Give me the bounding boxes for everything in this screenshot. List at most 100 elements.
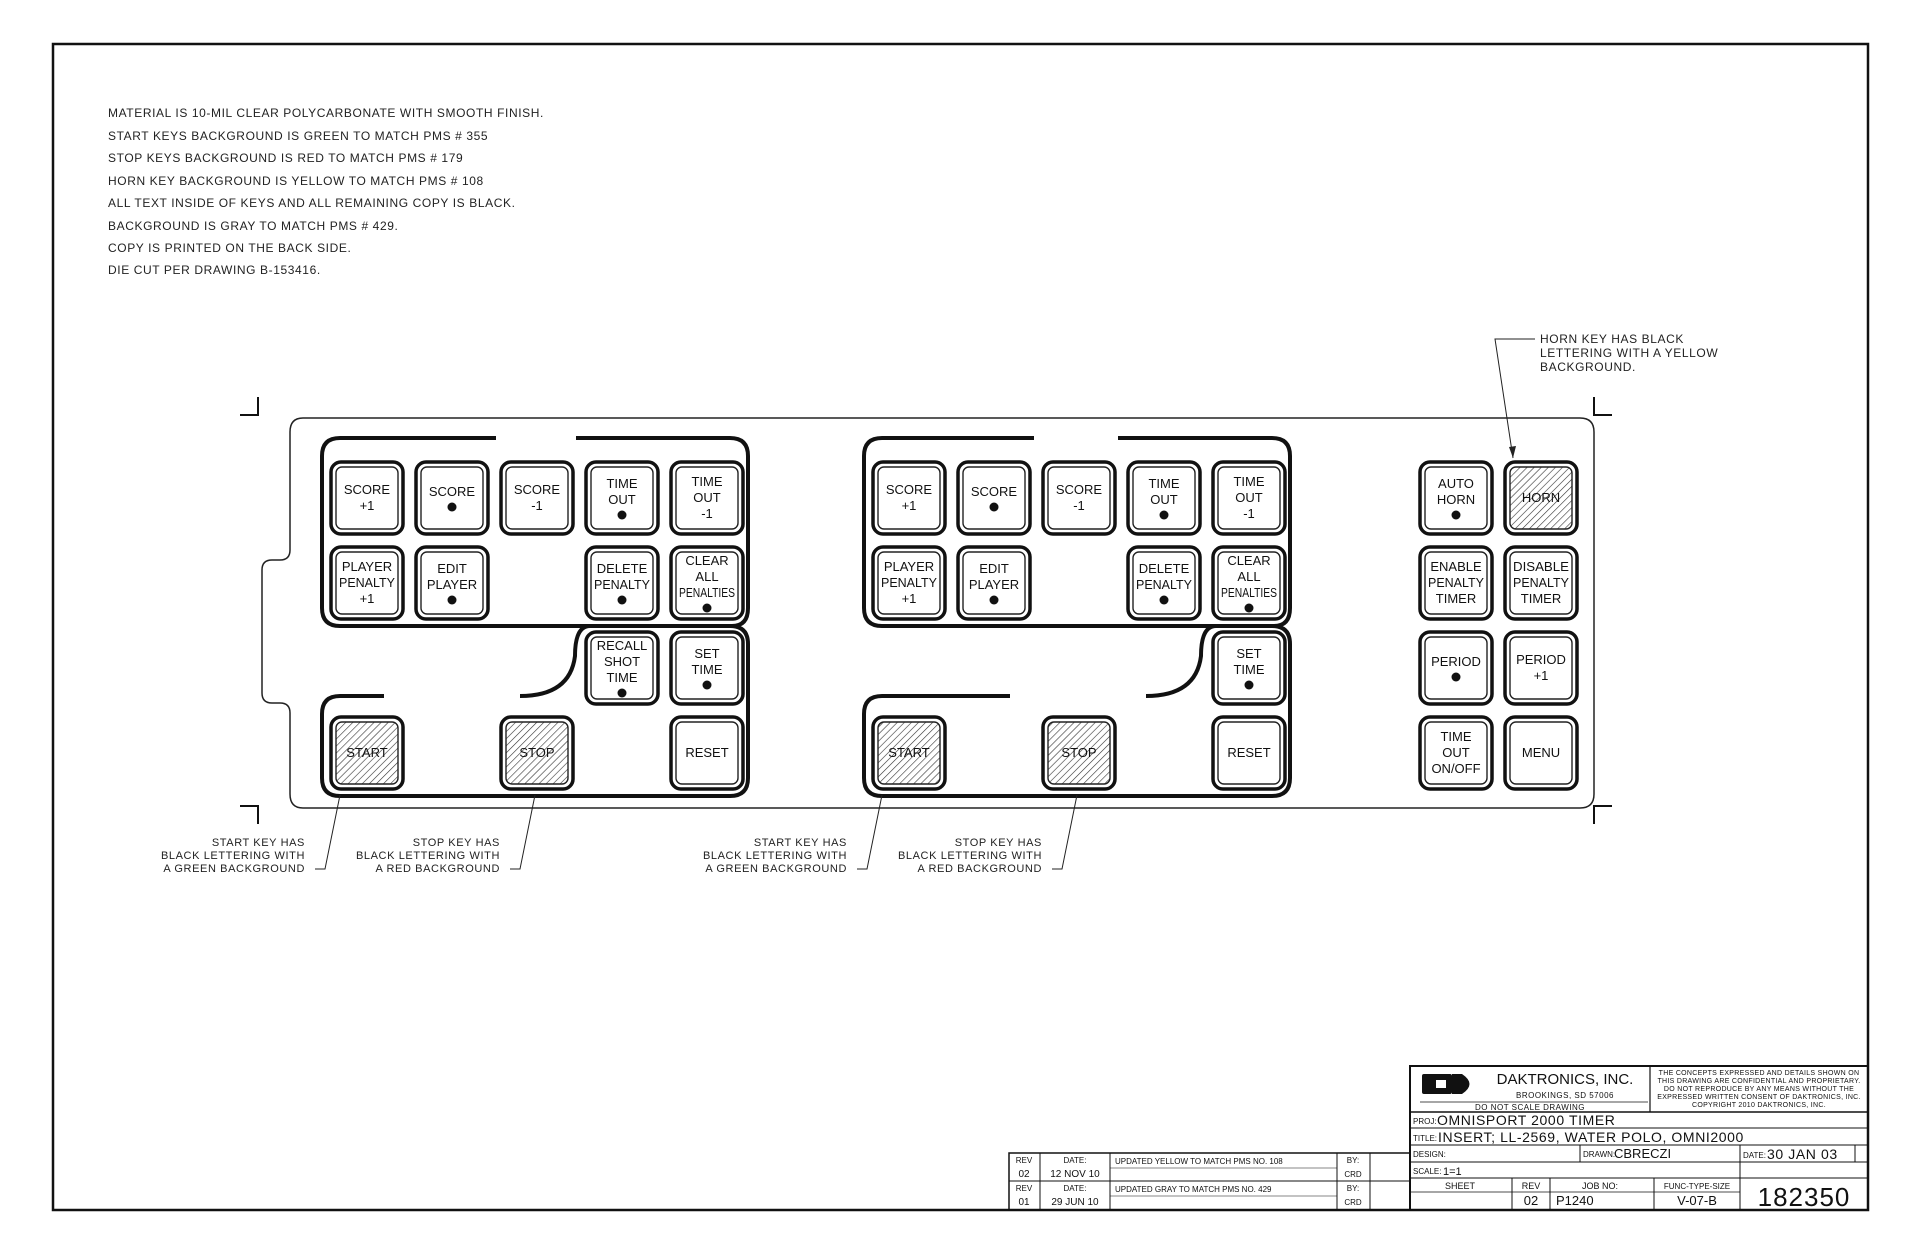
key-label-line: PERIOD	[1516, 652, 1566, 667]
left-stop-key[interactable]: STOP	[499, 715, 575, 791]
key-label-line: PLAYER	[342, 559, 392, 574]
key-label-line: TIME	[1440, 729, 1471, 744]
callout-horn: HORN KEY HAS BLACK LETTERING WITH A YELL…	[1494, 332, 1718, 459]
key-label-line: PLAYER	[969, 577, 1019, 592]
key-face	[1424, 721, 1488, 785]
key-label-line: -1	[701, 506, 713, 521]
note-line: DIE CUT PER DRAWING B-153416.	[108, 263, 321, 277]
callout-stop-right: STOP KEY HAS BLACK LETTERING WITH A RED …	[898, 794, 1078, 875]
confidential-line: DO NOT REPRODUCE BY ANY MEANS WITHOUT TH…	[1664, 1086, 1854, 1093]
right-team-score-key[interactable]: SCORE	[956, 460, 1032, 536]
rev-value: 02	[1524, 1193, 1538, 1208]
indicator-led-dot	[447, 595, 457, 605]
rev-row-by: CRD	[1344, 1198, 1362, 1207]
key-label-line: -1	[531, 498, 543, 513]
key-label-line: DISABLE	[1513, 559, 1569, 574]
rev-row-by: CRD	[1344, 1170, 1362, 1179]
key-face	[1424, 636, 1488, 700]
key-label-line: SCORE	[971, 484, 1018, 499]
key-label-line: OUT	[1442, 745, 1470, 760]
key-face	[1509, 721, 1573, 785]
key-label-line: ALL	[695, 569, 718, 584]
left-reset-key[interactable]: RESET	[669, 715, 745, 791]
note-line: START KEYS BACKGROUND IS GREEN TO MATCH …	[108, 129, 488, 143]
right-horn-key[interactable]: HORN	[1503, 460, 1579, 536]
right-menu-key[interactable]: MENU	[1503, 715, 1579, 791]
indicator-led-dot	[617, 688, 627, 698]
rev-row-date: 12 NOV 10	[1050, 1169, 1100, 1180]
left-score-minus-1-key[interactable]: SCORE-1	[499, 460, 575, 536]
right-team-reset-key[interactable]: RESET	[1211, 715, 1287, 791]
right-team-score-plus-1-key[interactable]: SCORE+1	[871, 460, 947, 536]
key-face	[1132, 466, 1196, 530]
proj-value: OMNISPORT 2000 TIMER	[1437, 1112, 1616, 1128]
key-label-line: PLAYER	[884, 559, 934, 574]
func-label: FUNC-TYPE-SIZE	[1664, 1182, 1730, 1191]
key-label-line: +1	[360, 591, 375, 606]
callout-horn-line: HORN KEY HAS BLACK	[1540, 332, 1684, 346]
key-face	[1509, 636, 1573, 700]
key-label-line: OUT	[693, 490, 721, 505]
callout-stop-line: A RED BACKGROUND	[375, 863, 500, 875]
right-team-score-minus-1-key[interactable]: SCORE-1	[1041, 460, 1117, 536]
left-start-key[interactable]: START	[329, 715, 405, 791]
left-score-plus-1-key[interactable]: SCORE+1	[329, 460, 405, 536]
right-period-key[interactable]: PERIOD	[1418, 630, 1494, 706]
callout-start-left: START KEY HAS BLACK LETTERING WITH A GRE…	[161, 794, 341, 875]
right-team-stop-key[interactable]: STOP	[1041, 715, 1117, 791]
key-face	[962, 551, 1026, 615]
crop-marks	[240, 397, 1612, 824]
key-label-line: PERIOD	[1431, 654, 1481, 669]
proj-label: PROJ:	[1413, 1117, 1437, 1126]
key-face	[1509, 551, 1573, 615]
callout-stop-line: BLACK LETTERING WITH	[356, 850, 500, 862]
callout-start-line: START KEY HAS	[212, 837, 305, 849]
key-label-line: SHOT	[604, 654, 640, 669]
material-notes: MATERIAL IS 10-MIL CLEAR POLYCARBONATE W…	[108, 106, 543, 277]
rev-row-number: 02	[1018, 1169, 1030, 1180]
confidential-line: COPYRIGHT 2010 DAKTRONICS, INC.	[1692, 1102, 1826, 1109]
callout-start-line: START KEY HAS	[754, 837, 847, 849]
insert-outline	[261, 417, 1595, 809]
key-label-line: ON/OFF	[1431, 761, 1480, 776]
key-label-line: OUT	[1150, 492, 1178, 507]
sheet-label: SHEET	[1445, 1181, 1476, 1191]
callout-start-line: A GREEN BACKGROUND	[163, 863, 305, 875]
callout-start-right: START KEY HAS BLACK LETTERING WITH A GRE…	[703, 794, 883, 875]
key-face	[675, 636, 739, 700]
key-face	[1132, 551, 1196, 615]
key-label-line: -1	[1073, 498, 1085, 513]
key-face	[962, 466, 1026, 530]
left-score-key[interactable]: SCORE	[414, 460, 490, 536]
title-value: INSERT; LL-2569, WATER POLO, OMNI2000	[1438, 1129, 1744, 1145]
company-name: DAKTRONICS, INC.	[1497, 1071, 1634, 1088]
right-period-plus-1-key[interactable]: PERIOD+1	[1503, 630, 1579, 706]
key-face	[1424, 551, 1488, 615]
indicator-led-dot	[1451, 672, 1461, 682]
key-label-line: +1	[1534, 668, 1549, 683]
key-face	[590, 466, 654, 530]
key-label-line: RECALL	[597, 638, 648, 653]
right-team-start-key[interactable]: START	[871, 715, 947, 791]
indicator-led-dot	[1451, 510, 1461, 520]
key-face	[675, 466, 739, 530]
